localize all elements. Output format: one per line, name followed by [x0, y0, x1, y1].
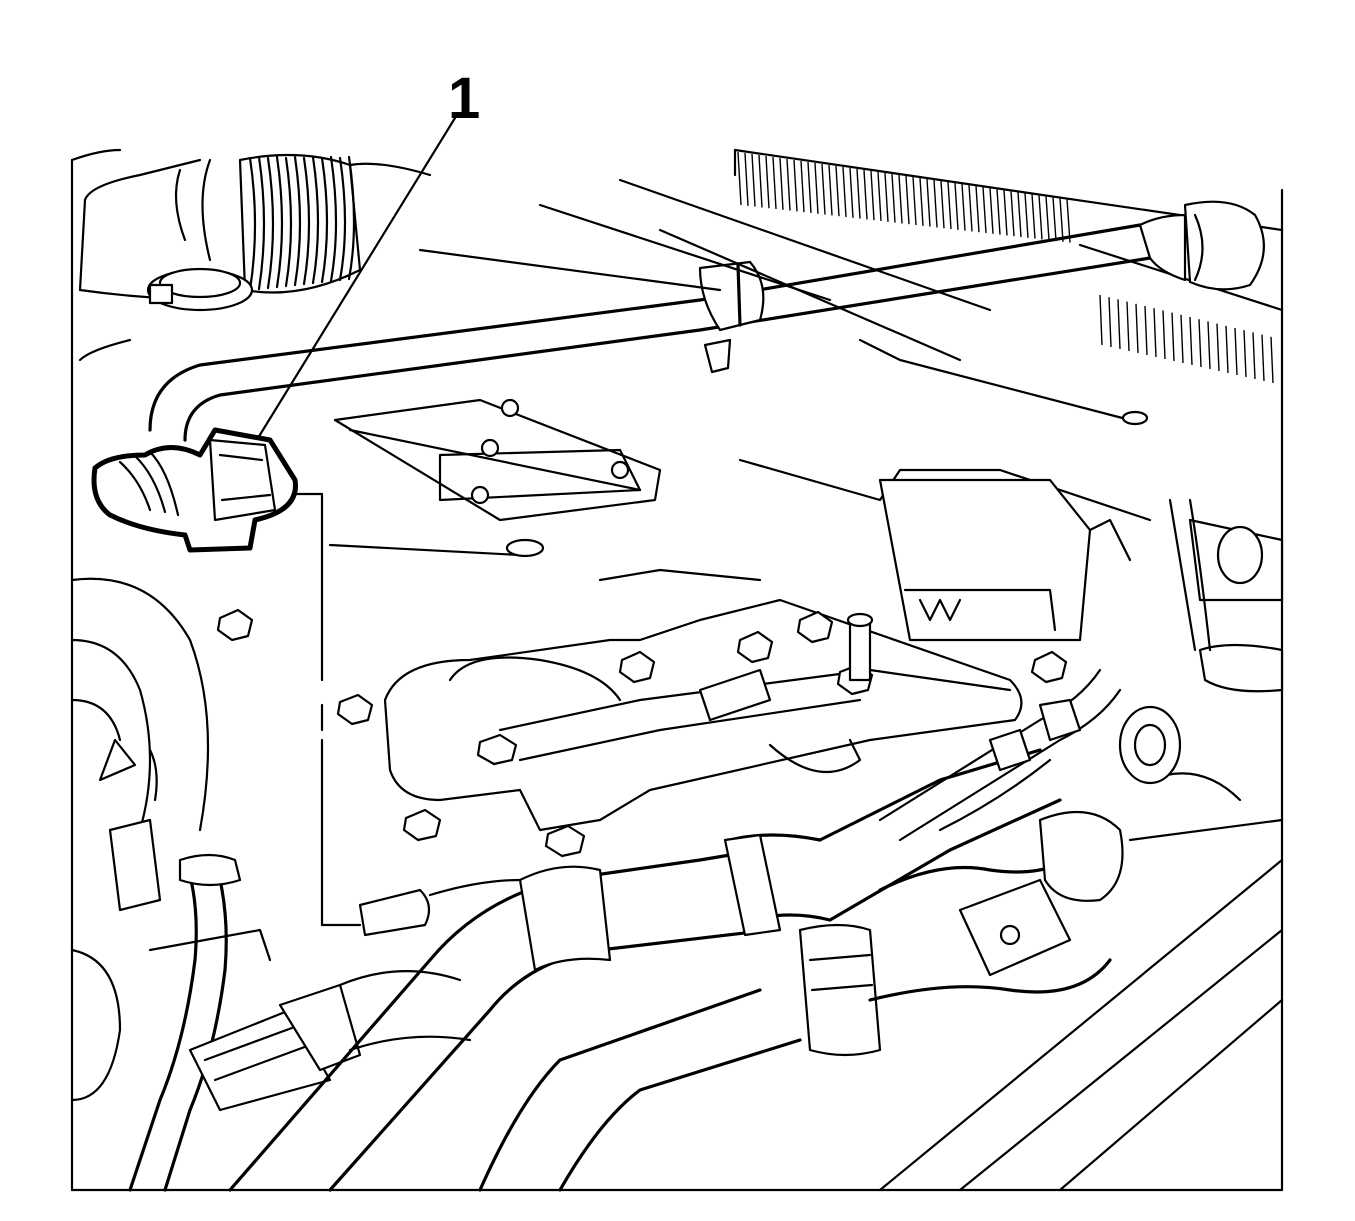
callout-leader-line: [256, 116, 457, 440]
hatch-line: [1144, 305, 1148, 356]
hatch-line: [1045, 195, 1050, 241]
hatch-line: [968, 184, 973, 232]
hatch-line: [898, 174, 903, 224]
hatch-line: [989, 187, 994, 234]
hatch-line: [1117, 299, 1121, 350]
hatch-line: [842, 166, 847, 218]
hatch-line: [1180, 314, 1184, 364]
front-crossmember: [878, 705, 1284, 1192]
hatch-line: [863, 169, 868, 220]
hatch-line: [996, 188, 1001, 235]
hatch-line: [1010, 190, 1015, 237]
hatch-line: [765, 155, 770, 209]
hatch-line: [1017, 191, 1022, 238]
hatch-line: [1108, 297, 1112, 348]
duct-rib: [311, 155, 320, 285]
hatch-line: [961, 183, 966, 231]
hatch-line: [744, 152, 749, 206]
callout-label-1: 1: [448, 66, 480, 131]
left-component: [70, 577, 272, 1192]
wire-harness: [878, 668, 1122, 842]
duct-rib: [329, 155, 338, 283]
hatch-line: [870, 170, 875, 221]
hatch-line: [1135, 303, 1139, 354]
hatch-line: [1099, 294, 1103, 346]
hatch-line: [1052, 196, 1057, 242]
hatch-line: [919, 177, 924, 226]
air-intake-duct: [78, 153, 432, 312]
hatch-line: [1198, 319, 1202, 368]
hatch-line: [800, 160, 805, 213]
hatch-line: [954, 182, 959, 230]
hatch-line: [1261, 334, 1265, 382]
hatch-line: [1003, 189, 1008, 236]
hatch-line: [856, 168, 861, 219]
hatch-line: [849, 167, 854, 218]
hatch-line: [1066, 198, 1071, 243]
duct-rib: [248, 156, 257, 292]
electrical-connector: [188, 970, 472, 1112]
hatch-line: [947, 181, 952, 230]
engine-cover: [78, 178, 1152, 558]
hatch-line: [751, 153, 756, 207]
duct-rib: [320, 156, 329, 284]
hatch-line: [1126, 301, 1130, 352]
hatch-line: [912, 176, 917, 226]
duct-rib: [293, 155, 302, 287]
hatch-line: [1270, 336, 1274, 384]
hatch-line: [1024, 192, 1029, 238]
hatch-line: [1038, 194, 1043, 240]
hatch-line: [821, 163, 826, 215]
hatch-line: [758, 154, 763, 208]
hatch-line: [891, 173, 896, 223]
radiator-fins: [733, 148, 1284, 384]
hatch-line: [772, 156, 777, 210]
hatch-line: [1189, 316, 1193, 366]
hatch-line: [933, 179, 938, 228]
duct-rib: [257, 155, 266, 291]
routing-line: [294, 492, 362, 927]
hatch-line: [877, 171, 882, 222]
hatch-line: [1243, 330, 1247, 378]
duct-rib: [338, 156, 347, 282]
hatch-line: [884, 172, 889, 222]
hatch-line: [814, 162, 819, 214]
hatch-line: [793, 159, 798, 212]
duct-rib: [275, 155, 284, 289]
hatch-line: [1059, 197, 1064, 242]
hatch-line: [786, 158, 791, 211]
vent-hose: [148, 200, 1265, 442]
hatch-line: [1207, 321, 1211, 370]
duct-rib: [284, 156, 293, 288]
hatch-line: [807, 161, 812, 214]
duct-rib: [347, 155, 356, 281]
hatch-line: [1225, 325, 1229, 374]
duct-rib: [302, 156, 311, 286]
hatch-line: [1153, 308, 1157, 358]
fuel-line-fitting: [358, 878, 522, 937]
hatch-line: [835, 165, 840, 217]
vent-hose-connector: [91, 427, 298, 553]
hatch-line: [905, 175, 910, 225]
hatch-line: [1252, 332, 1256, 380]
hatch-line: [1171, 312, 1175, 362]
relay-box: [878, 478, 1284, 693]
fuel-rail: [216, 568, 1068, 858]
radiator-hoses: [228, 748, 1124, 1192]
hose-clip: [698, 260, 765, 374]
hatch-line: [1216, 323, 1220, 372]
hatch-line: [975, 185, 980, 233]
hatch-line: [982, 186, 987, 234]
hatch-line: [737, 151, 742, 206]
hatch-line: [779, 157, 784, 210]
hatch-line: [1234, 327, 1238, 376]
hatch-line: [1031, 193, 1036, 239]
hatch-line: [828, 164, 833, 216]
hatch-line: [926, 178, 931, 227]
hatch-line: [940, 180, 945, 229]
hatch-line: [1162, 310, 1166, 360]
duct-rib: [266, 156, 275, 290]
